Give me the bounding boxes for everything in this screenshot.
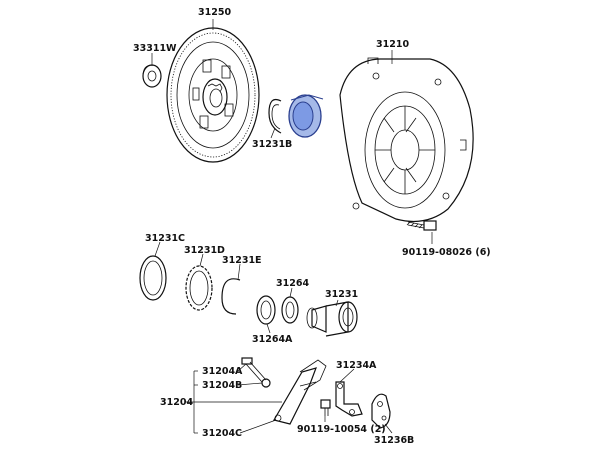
ring-31231c[interactable] [139,255,167,301]
release-fork[interactable] [273,359,327,425]
ring-31231d[interactable] [185,265,213,311]
label-31231: 31231 [325,289,358,300]
clip-31231b[interactable] [268,98,282,134]
leader-lines [151,19,433,434]
label-31250: 31250 [198,7,231,18]
release-bearing-assy[interactable] [306,301,358,337]
ring-31264[interactable] [281,296,299,324]
label-31236b: 31236B [374,435,414,446]
fork-pivot-bolt[interactable] [241,357,267,383]
bracket-bolt[interactable] [320,399,331,416]
label-33311w: 33311W [133,43,177,54]
pilot-bearing[interactable] [142,64,162,88]
label-31204a: 31204A [202,366,243,377]
clip-31231e[interactable] [221,278,241,315]
label-31264: 31264 [276,278,309,289]
label-31231c: 31231C [145,233,185,244]
ring-31264a[interactable] [256,295,276,325]
label-31204c: 31204C [202,428,242,439]
clutch-disc[interactable] [166,27,260,163]
label-31210: 31210 [376,39,409,50]
label-31204: 31204 [160,397,193,408]
fork-clip[interactable] [261,378,271,388]
release-bearing-highlighted[interactable] [288,94,324,138]
label-31264a: 31264A [252,334,293,345]
cover-bolt[interactable] [406,220,437,231]
label-31234a: 31234A [336,360,377,371]
part-31236b[interactable] [371,393,391,429]
label-90119-10054: 90119-10054 (2) [297,424,386,435]
bracket-31234a[interactable] [335,381,363,417]
label-31231e: 31231E [222,255,262,266]
label-31231b: 31231B [252,139,292,150]
label-31231d: 31231D [184,245,225,256]
label-31204b: 31204B [202,380,242,391]
label-90119-08026: 90119-08026 (6) [402,247,491,258]
clutch-cover[interactable] [339,57,474,222]
